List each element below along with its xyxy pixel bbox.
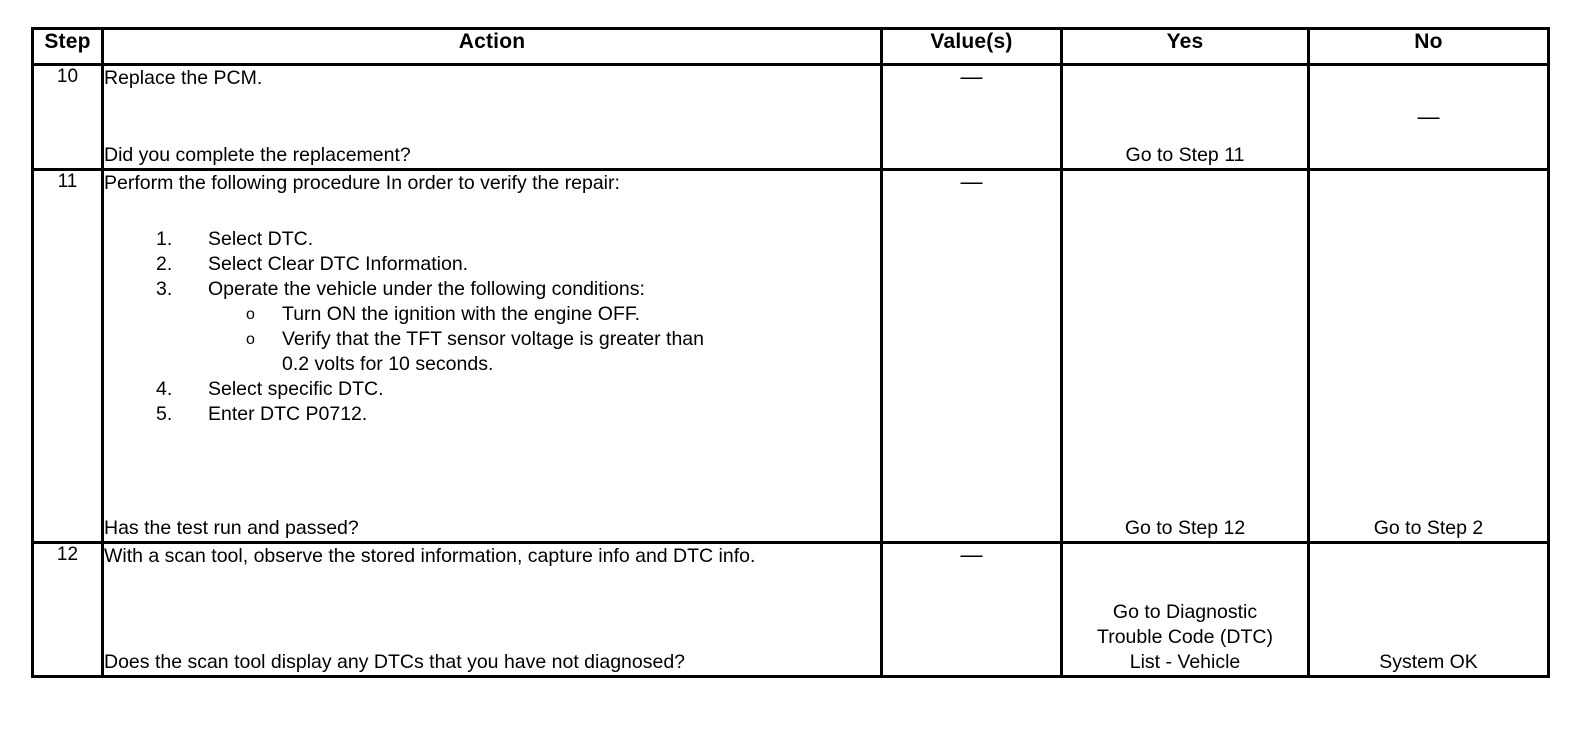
column-header-step: Step [31, 27, 104, 66]
procedure-list: 1. Select DTC. 2. Select Clear DTC Infor… [104, 227, 880, 427]
procedure-item: 2. Select Clear DTC Information. [104, 252, 880, 277]
no-cell: Go to Step 2 [1307, 168, 1550, 544]
procedure-item: 1. Select DTC. [104, 227, 880, 252]
value-dash: — [960, 64, 983, 89]
value-cell: — [880, 541, 1063, 678]
yes-cell: Go to Diagnostic Trouble Code (DTC) List… [1060, 541, 1310, 678]
step-number-cell: 10 [31, 63, 104, 171]
yes-line: Go to Step 12 [1124, 517, 1246, 539]
action-cell: Perform the following procedure In order… [101, 168, 883, 544]
step-number-cell: 12 [31, 541, 104, 678]
table-row: 11 Perform the following procedure In or… [31, 168, 1550, 544]
no-cell: System OK [1307, 541, 1550, 678]
action-lead-text: Replace the PCM. [104, 67, 263, 89]
hollow-circle-bullet-icon: o [246, 306, 255, 323]
procedure-item: 5. Enter DTC P0712. [104, 402, 880, 427]
procedure-sublist: o Turn ON the ignition with the engine O… [208, 302, 880, 377]
table-row: 10 Replace the PCM. Did you complete the… [31, 63, 1550, 171]
action-spacer [104, 427, 880, 516]
procedure-item-text: Operate the vehicle under the following … [208, 278, 645, 300]
procedure-subitem-text: Verify that the TFT sensor voltage is gr… [282, 328, 705, 350]
column-header-action: Action [101, 27, 883, 66]
procedure-subitem-continuation: 0.2 volts for 10 seconds. [282, 353, 494, 375]
action-cell: Replace the PCM. Did you complete the re… [101, 63, 883, 171]
value-dash: — [960, 169, 983, 194]
action-question-text: Did you complete the replacement? [104, 144, 411, 166]
yes-line: List - Vehicle [1129, 651, 1241, 673]
value-cell: — [880, 63, 1063, 171]
hollow-circle-bullet-icon: o [246, 331, 255, 348]
header-row: Step Action Value(s) Yes No [31, 27, 1550, 66]
procedure-item-number: 3. [156, 278, 173, 300]
value-dash: — [960, 542, 983, 567]
procedure-item-text: Select specific DTC. [208, 378, 384, 400]
procedure-subitem-text: Turn ON the ignition with the engine OFF… [282, 303, 641, 325]
procedure-subitem: o Turn ON the ignition with the engine O… [208, 302, 880, 327]
table-header: Step Action Value(s) Yes No [31, 27, 1550, 66]
column-header-no: No [1307, 27, 1550, 66]
step-number-cell: 11 [31, 168, 104, 544]
diagnostic-procedure-table: Step Action Value(s) Yes No 10 Replace t… [31, 27, 1550, 678]
action-spacer [104, 569, 880, 650]
yes-line: Go to Step 11 [1125, 144, 1245, 166]
table-row: 12 With a scan tool, observe the stored … [31, 541, 1550, 678]
action-spacer [104, 91, 880, 143]
no-line: Go to Step 2 [1373, 517, 1484, 539]
procedure-item-number: 1. [156, 228, 173, 250]
column-header-yes: Yes [1060, 27, 1310, 66]
action-question-text: Does the scan tool display any DTCs that… [104, 651, 686, 673]
procedure-item-text: Select DTC. [208, 228, 314, 250]
column-header-values: Value(s) [880, 27, 1063, 66]
procedure-item-text: Select Clear DTC Information. [208, 253, 469, 275]
yes-line: Trouble Code (DTC) [1097, 626, 1273, 648]
action-cell: With a scan tool, observe the stored inf… [101, 541, 883, 678]
procedure-item-number: 2. [156, 253, 173, 275]
yes-cell: Go to Step 12 [1060, 168, 1310, 544]
procedure-item: 3. Operate the vehicle under the followi… [104, 277, 880, 377]
yes-cell: Go to Step 11 [1060, 63, 1310, 171]
yes-line: Go to Diagnostic [1112, 601, 1258, 623]
value-cell: — [880, 168, 1063, 544]
table-body: 10 Replace the PCM. Did you complete the… [31, 63, 1550, 678]
action-lead-text: Perform the following procedure In order… [104, 172, 620, 194]
no-cell: — [1307, 63, 1550, 171]
procedure-item-number: 5. [156, 403, 173, 425]
no-line: System OK [1379, 651, 1478, 673]
action-lead-text: With a scan tool, observe the stored inf… [104, 545, 756, 567]
procedure-item-text: Enter DTC P0712. [208, 403, 368, 425]
procedure-subitem: o Verify that the TFT sensor voltage is … [208, 327, 880, 377]
procedure-item: 4. Select specific DTC. [104, 377, 880, 402]
no-line: — [1417, 104, 1440, 129]
action-question-text: Has the test run and passed? [104, 517, 359, 539]
procedure-item-number: 4. [156, 378, 173, 400]
